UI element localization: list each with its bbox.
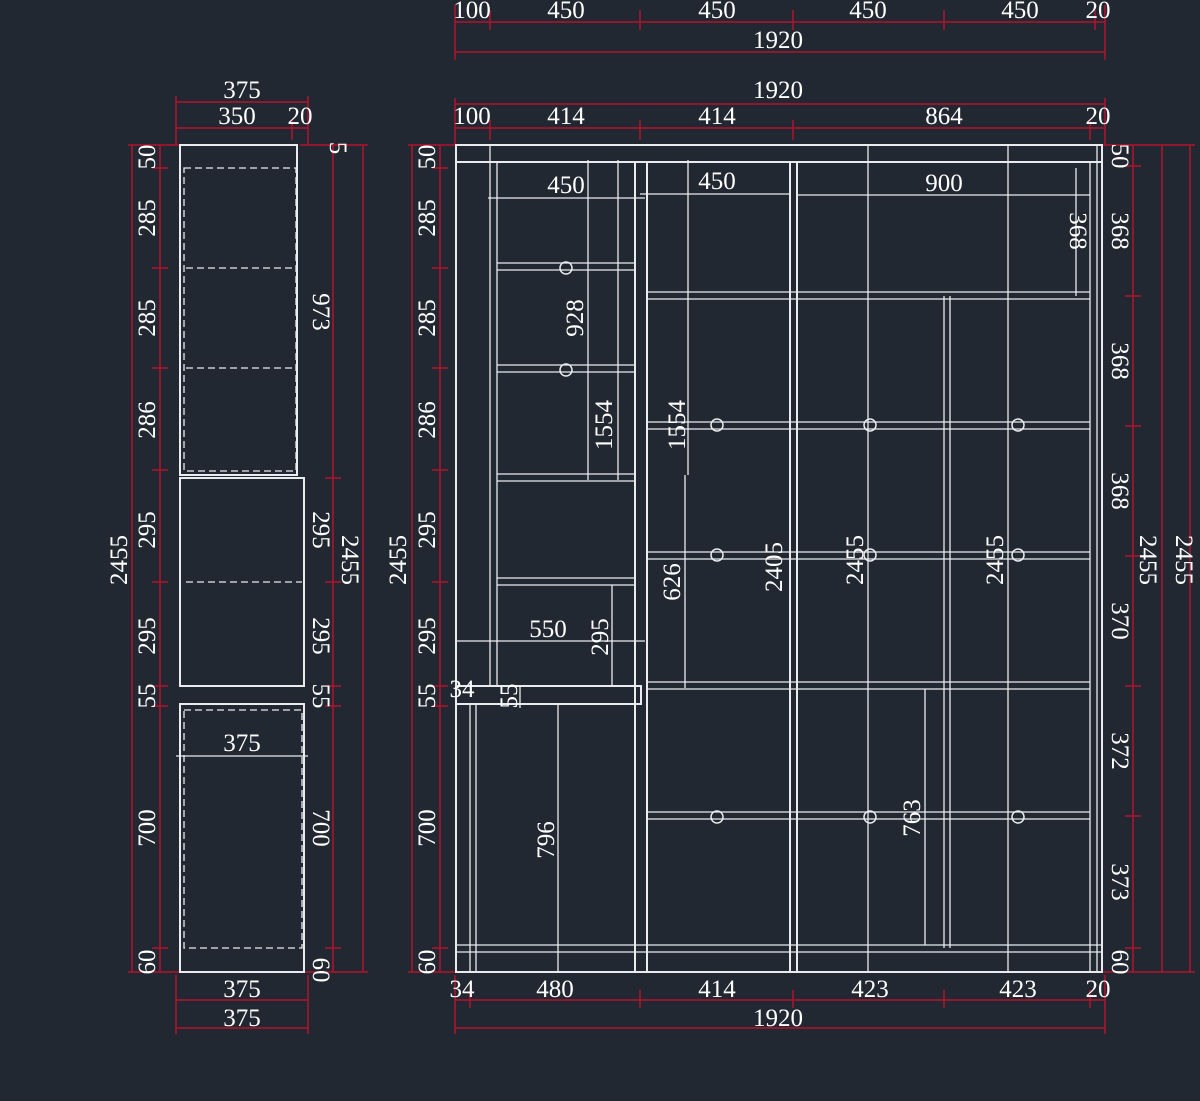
front-view xyxy=(455,144,1103,973)
side-view-top-dims: 375 350 20 xyxy=(218,77,312,130)
dim-label: 285 xyxy=(134,199,161,237)
dim-label: 34 xyxy=(450,976,476,1003)
side-view-right-dims: 5 973 295 295 55 700 60 2455 xyxy=(307,142,363,983)
dim-label: 414 xyxy=(698,103,736,130)
dim-label: 450 xyxy=(547,0,585,24)
dim-label: 375 xyxy=(223,77,261,104)
dim-label: 285 xyxy=(134,299,161,337)
dim-label: 295 xyxy=(307,617,334,655)
dim-label: 5 xyxy=(324,142,351,155)
dim-label: 20 xyxy=(1086,103,1111,130)
dim-label: 60 xyxy=(307,958,334,983)
dim-label: 450 xyxy=(547,172,585,199)
dim-label: 100 xyxy=(453,103,491,130)
dim-label: 626 xyxy=(659,563,686,601)
dim-label: 796 xyxy=(533,821,560,859)
dim-label: 295 xyxy=(134,617,161,655)
side-view xyxy=(176,144,308,973)
dim-label: 368 xyxy=(1106,472,1133,510)
dim-label: 450 xyxy=(698,0,736,24)
dim-label: 285 xyxy=(414,199,441,237)
dim-label: 50 xyxy=(414,145,441,170)
top-partial-dims: 100 450 450 450 450 20 1920 xyxy=(453,0,1110,54)
dim-label: 60 xyxy=(414,950,441,975)
dim-label: 295 xyxy=(307,511,334,549)
dim-label: 700 xyxy=(414,809,441,847)
dim-label: 370 xyxy=(1106,602,1133,640)
front-view-left-dims: 50 285 285 286 295 295 55 700 60 2455 xyxy=(385,145,441,975)
dim-label: 368 xyxy=(1106,342,1133,380)
dim-label: 372 xyxy=(1106,732,1133,770)
dim-label: 295 xyxy=(414,511,441,549)
side-view-left-dims: 50 285 285 286 295 295 55 700 60 2455 xyxy=(106,145,161,975)
dim-label: 2455 xyxy=(385,535,412,585)
dim-label: 1920 xyxy=(753,77,803,104)
dim-label: 373 xyxy=(1106,863,1133,901)
side-view-bottom-dims: 375 375 375 xyxy=(223,730,261,1032)
dim-label: 350 xyxy=(218,103,256,130)
dim-label: 55 xyxy=(414,684,441,709)
dim-label: 375 xyxy=(223,730,261,757)
dim-label: 900 xyxy=(925,170,963,197)
dim-label: 286 xyxy=(134,401,161,439)
dim-label: 423 xyxy=(999,976,1037,1003)
dim-label: 375 xyxy=(223,1005,261,1032)
dim-label: 1554 xyxy=(664,400,691,451)
front-view-inner-dims: 450 450 900 368 928 1554 1554 626 2405 2… xyxy=(450,168,1092,859)
dim-label: 414 xyxy=(698,976,736,1003)
front-view-right-dims: 50 368 368 368 370 372 373 60 2455 2455 xyxy=(1106,144,1197,975)
dim-label: 480 xyxy=(536,976,574,1003)
dim-label: 1920 xyxy=(753,27,803,54)
dim-label: 60 xyxy=(1106,950,1133,975)
dim-label: 295 xyxy=(414,617,441,655)
dim-label: 450 xyxy=(849,0,887,24)
dim-label: 2455 xyxy=(106,535,133,585)
dim-label: 20 xyxy=(1086,0,1111,24)
dim-label: 2455 xyxy=(336,535,363,585)
dim-label: 973 xyxy=(307,293,334,331)
dim-label: 700 xyxy=(134,809,161,847)
dim-label: 285 xyxy=(414,299,441,337)
dim-label: 55 xyxy=(134,684,161,709)
dim-label: 450 xyxy=(698,168,736,195)
dim-label: 700 xyxy=(307,809,334,847)
dim-label: 20 xyxy=(1086,976,1111,1003)
dim-label: 1554 xyxy=(591,400,618,451)
dim-label: 20 xyxy=(288,103,313,130)
dim-label: 34 xyxy=(450,676,476,703)
front-view-bottom-dims: 34 480 414 423 423 20 1920 xyxy=(450,976,1111,1032)
dim-label: 763 xyxy=(899,799,926,837)
dim-label: 423 xyxy=(851,976,889,1003)
dim-label: 2405 xyxy=(761,542,788,592)
dim-label: 2455 xyxy=(842,535,869,585)
dim-label: 928 xyxy=(562,299,589,337)
dim-label: 2455 xyxy=(982,535,1009,585)
dim-label: 2455 xyxy=(1134,535,1161,585)
dim-label: 286 xyxy=(414,401,441,439)
dim-label: 100 xyxy=(453,0,491,24)
dim-label: 864 xyxy=(925,103,963,130)
dim-label: 50 xyxy=(1106,144,1133,169)
dim-label: 368 xyxy=(1064,212,1091,250)
dim-label: 375 xyxy=(223,976,261,1003)
dimension-lines xyxy=(128,5,1195,1034)
dim-label: 55 xyxy=(307,684,334,709)
dim-label: 295 xyxy=(587,618,614,656)
dim-label: 450 xyxy=(1001,0,1039,24)
dim-label: 2455 xyxy=(1170,535,1197,585)
dim-label: 414 xyxy=(547,103,585,130)
dim-label: 1920 xyxy=(753,1005,803,1032)
dim-label: 550 xyxy=(529,616,567,643)
dim-label: 295 xyxy=(134,511,161,549)
front-view-top-dims: 1920 100 414 414 864 20 xyxy=(453,77,1110,130)
dim-label: 50 xyxy=(134,145,161,170)
dim-label: 60 xyxy=(134,950,161,975)
dim-label: 368 xyxy=(1106,212,1133,250)
dim-label: 55 xyxy=(496,684,523,709)
